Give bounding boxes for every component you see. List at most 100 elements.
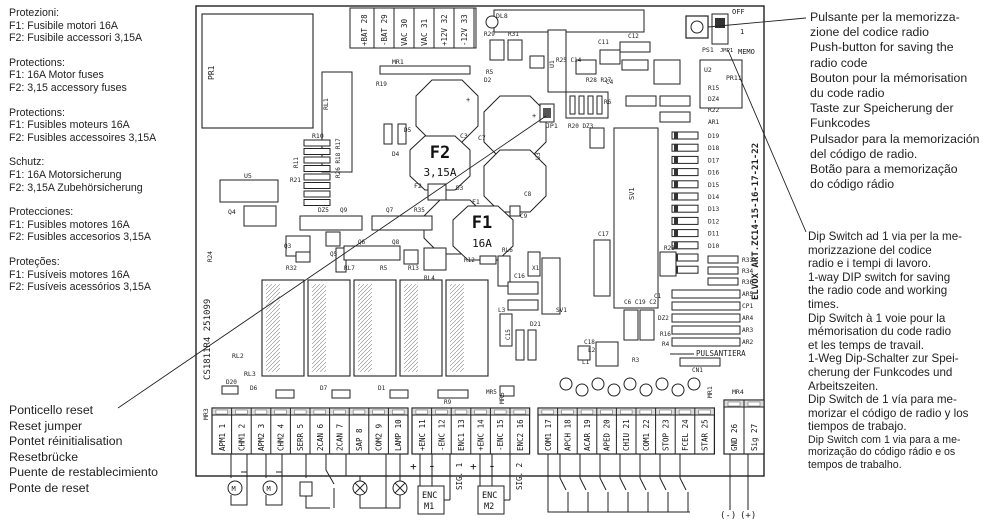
- component-label: R22: [708, 107, 719, 114]
- dip-text-line: 1-Weg Dip-Schalter zur Spei-: [808, 352, 959, 366]
- resistor-bank-r20: R20 DZ3: [565, 91, 609, 130]
- diode-label: D15: [708, 182, 719, 189]
- mr1-label: MR1: [706, 386, 714, 398]
- terminal-label: CHIU 21: [622, 419, 631, 451]
- reset-jumper-label: Resetbrücke: [9, 449, 79, 464]
- svg-text:L3: L3: [498, 307, 506, 314]
- motor-symbol: [262, 480, 278, 496]
- wire: [572, 454, 589, 513]
- diode-label: D11: [708, 231, 719, 238]
- fuse-note-f1: F1: Fusibles motores 16A: [9, 218, 130, 231]
- svg-text:R32: R32: [286, 265, 297, 272]
- component-sv1: [613, 127, 659, 309]
- svg-text:RL4: RL4: [424, 275, 435, 282]
- memo-text-line: do código rádio: [810, 177, 895, 192]
- terminal-label: 2CAN 7: [335, 424, 344, 451]
- svg-text:L1: L1: [582, 359, 590, 366]
- terminal-label: SAP 8: [355, 428, 364, 451]
- dip-text-line: the radio code and working: [808, 284, 948, 298]
- diode-label: D16: [708, 170, 719, 177]
- dip-text-line: mémorisation du code radio: [808, 325, 952, 339]
- component-label: R34: [742, 268, 753, 275]
- svg-text:R11: R11: [293, 157, 300, 168]
- svg-text:C11: C11: [598, 39, 609, 46]
- svg-text:R13: R13: [408, 265, 419, 272]
- svg-text:RL3: RL3: [244, 370, 256, 378]
- fuse-note-f2: F2: Fusibile accessori 3,15A: [9, 32, 143, 45]
- component-pad: [639, 383, 653, 397]
- antenna-plus: (+): [740, 511, 756, 521]
- terminal-label: CHM2 4: [277, 423, 286, 451]
- leader-line-reset: [117, 115, 547, 409]
- encoder-signal-label: SIG. 1: [455, 463, 464, 490]
- dip-text-line: morizzazione del codice: [808, 243, 932, 257]
- component-pad: [623, 377, 637, 391]
- diode-mark: [671, 216, 699, 225]
- svg-text:R3: R3: [632, 357, 640, 364]
- svg-text:R35: R35: [414, 207, 425, 214]
- on-label: 1: [740, 28, 744, 36]
- component-u2: [699, 59, 743, 109]
- wire: [672, 454, 689, 513]
- svg-text:F2: F2: [414, 182, 422, 190]
- diode-label: D13: [708, 206, 719, 213]
- svg-text:F1: F1: [472, 213, 492, 233]
- svg-text:R20 DZ3: R20 DZ3: [568, 123, 594, 130]
- component-label: CP1: [742, 303, 753, 310]
- board-code: CS1811R4 251099: [203, 299, 213, 380]
- diode-mark: [671, 241, 699, 250]
- svg-text:R31: R31: [508, 31, 519, 38]
- encoder-signal-label: SIG. 2: [515, 463, 524, 490]
- fuse-note-f1: F1: 16A Motorsicherung: [9, 168, 122, 181]
- resistor-mark: [707, 266, 739, 275]
- resistor-mark: [303, 139, 331, 147]
- resistor-mark: [303, 156, 331, 164]
- svg-text:Q8: Q8: [392, 239, 400, 246]
- dip-text-line: Arbeitszeiten.: [808, 379, 879, 393]
- dip-text-line: radio e i tempi di lavoro.: [808, 257, 932, 271]
- diode-label: D19: [708, 133, 719, 140]
- memo-label: MEMO: [738, 48, 755, 56]
- svg-text:D2: D2: [484, 77, 492, 84]
- svg-text:RL1: RL1: [322, 98, 330, 110]
- svg-text:D5: D5: [404, 127, 412, 134]
- fuse-note-f2: F2: 3,15 accessory fuses: [9, 81, 127, 94]
- top-terminal-label: VAC 30: [400, 18, 409, 46]
- component-label: AR5: [742, 291, 753, 298]
- encoder-plus: +: [470, 460, 477, 473]
- terminal-label: ENC2 16: [516, 419, 525, 451]
- svg-text:CN1: CN1: [692, 367, 703, 374]
- svg-text:R28 R27: R28 R27: [586, 77, 612, 84]
- svg-text:R10: R10: [312, 132, 324, 140]
- terminal-label: APED 20: [603, 419, 612, 451]
- dip-text-line: Dip Switch de 1 vía para me-: [808, 393, 957, 407]
- diode-mark: [671, 168, 699, 177]
- svg-text:R12: R12: [464, 257, 475, 264]
- svg-text:ENC: ENC: [482, 491, 497, 501]
- svg-text:RL6: RL6: [502, 247, 513, 254]
- component-label: AR3: [742, 327, 753, 334]
- wire: [230, 454, 248, 478]
- top-terminal-label: -12V 33: [460, 14, 469, 46]
- component-pad: [687, 377, 701, 391]
- memo-button-description: Pulsante per la memorizza-zione del codi…: [810, 10, 1000, 192]
- svg-text:F1: F1: [472, 198, 480, 206]
- fuse-f1: F1 16A F1: [452, 198, 514, 261]
- fuse-note-f1: F1: Fusibles moteurs 16A: [9, 119, 130, 132]
- diode-mark: [671, 229, 699, 238]
- fuse-note-f1: F1: 16A Motor fuses: [9, 69, 104, 82]
- dl8-connector: [493, 9, 645, 33]
- reset-jumper-label: Puente de restablecimiento: [9, 465, 159, 479]
- svg-text:C7: C7: [478, 134, 486, 142]
- svg-text:M2: M2: [484, 502, 494, 512]
- fuse-f2: F2 3,15A F2: [409, 135, 471, 191]
- terminal-label: Sig 27: [750, 424, 759, 451]
- svg-text:R19: R19: [376, 81, 387, 88]
- terminal-label: -ENC 15: [496, 419, 505, 451]
- top-terminal-label: +12V 32: [440, 14, 449, 46]
